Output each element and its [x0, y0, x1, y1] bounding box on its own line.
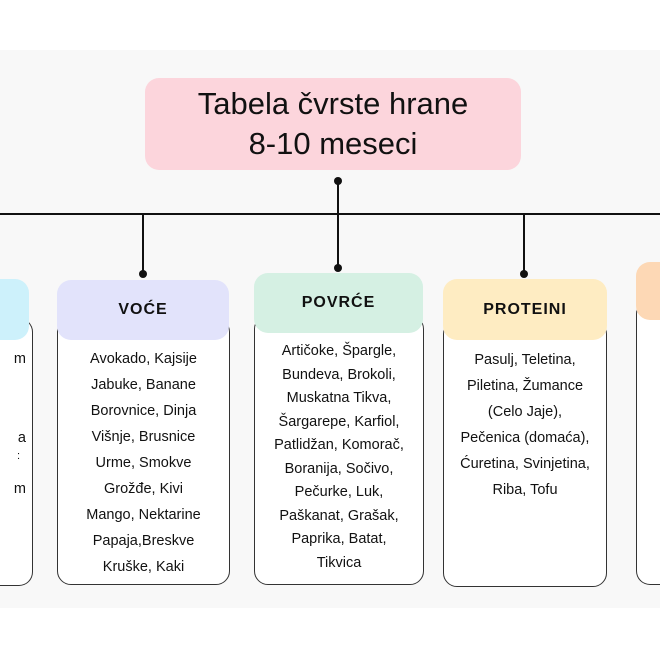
list-item: Avokado, Kajsije: [90, 351, 197, 367]
item-list: Artičoke, Špargle, Bundeva, Brokoli, Mus…: [255, 340, 423, 575]
connector-line: [337, 181, 339, 215]
category-box-proteini: Pasulj, Teletina, Piletina, Žumance (Cel…: [443, 320, 607, 587]
list-item: Šargarepe, Karfiol,: [278, 413, 400, 430]
connector-dot: [139, 270, 147, 278]
list-item: Bundeva, Brokoli,: [282, 366, 396, 383]
list-item: Paškanat, Grašak,: [279, 507, 399, 524]
connector-dot: [520, 270, 528, 278]
connector-line: [142, 214, 144, 272]
category-header-povrce: POVRĆE: [254, 273, 423, 333]
fragment: m: [13, 351, 26, 367]
category-box-voce: Avokado, Kajsije Jabuke, Banane Borovnic…: [57, 318, 230, 585]
fragment: a: [17, 430, 26, 446]
list-item: (Celo Jaje),: [487, 404, 563, 420]
connector-horizontal: [0, 213, 660, 215]
list-item: Riba, Tofu: [492, 482, 558, 498]
list-item: Patlidžan, Komorač,: [274, 437, 404, 453]
category-header-right: [636, 262, 660, 320]
list-item: Paprika, Batat,: [291, 531, 387, 547]
item-list: Pasulj, Teletina, Piletina, Žumance (Cel…: [444, 347, 606, 503]
category-box-left: m a : m: [0, 318, 33, 586]
list-item: Pečenica (domaća),: [460, 430, 590, 446]
category-box-right: [636, 300, 660, 585]
list-item: Ćuretina, Svinjetina,: [460, 456, 590, 472]
list-item: Pečurke, Luk,: [294, 484, 384, 500]
category-header-voce: VOĆE: [57, 280, 229, 340]
list-item: Artičoke, Špargle,: [281, 343, 397, 359]
title-line-2: 8-10 meseci: [248, 126, 418, 161]
category-header-proteini: PROTEINI: [443, 279, 607, 340]
list-item: Borovnice, Dinja: [90, 403, 197, 419]
list-item: Mango, Nektarine: [86, 507, 201, 523]
list-item: Jabuke, Banane: [91, 377, 196, 393]
fragment: :: [16, 450, 20, 462]
list-item: Kruške, Kaki: [102, 559, 185, 575]
category-header-left: [0, 279, 29, 340]
list-item: Papaja,Breskve: [92, 533, 195, 549]
title-line-1: Tabela čvrste hrane: [197, 86, 469, 121]
list-item: Muskatna Tikva,: [286, 390, 392, 406]
connector-line: [523, 214, 525, 272]
connector-dot: [334, 264, 342, 272]
list-item: Tikvica: [316, 554, 362, 571]
fragment: m: [13, 481, 26, 497]
connector-line: [337, 214, 339, 266]
list-item: Piletina, Žumance: [466, 378, 584, 394]
list-item: Grožđe, Kivi: [104, 481, 183, 497]
list-item: Višnje, Brusnice: [91, 429, 196, 445]
list-item: Boranija, Sočivo,: [284, 460, 394, 477]
list-item: Urme, Smokve: [95, 455, 192, 471]
diagram-title: Tabela čvrste hrane 8-10 meseci: [145, 78, 521, 170]
list-item: Pasulj, Teletina,: [474, 352, 576, 368]
category-box-povrce: Artičoke, Špargle, Bundeva, Brokoli, Mus…: [254, 315, 424, 585]
item-list: Avokado, Kajsije Jabuke, Banane Borovnic…: [58, 346, 229, 580]
